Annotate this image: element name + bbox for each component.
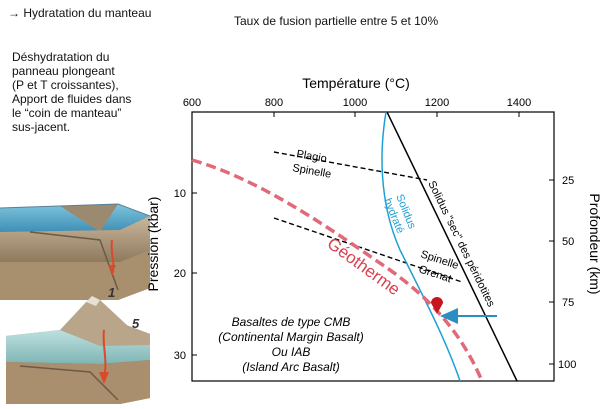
explanation-line: panneau plongeant — [12, 64, 115, 78]
temp-tick-label: 1200 — [425, 97, 449, 109]
map-pin-icon — [431, 297, 443, 314]
temperature-ticks — [273, 112, 520, 117]
depth-ticks — [549, 179, 554, 365]
pressure-tick-label: 10 — [174, 188, 186, 200]
page-heading: → Hydratation du manteau — [8, 6, 151, 20]
plot-frame — [191, 111, 555, 382]
plagio-label: Plagio — [295, 148, 327, 165]
depth-tick-label: 100 — [558, 359, 576, 371]
temperature-axis-title: Température (°C) — [302, 75, 410, 91]
block-diagram-volcanic-arc — [6, 296, 150, 404]
pressure-axis-title: Pression (kbar) — [145, 197, 161, 292]
pressure-tick-label: 20 — [174, 268, 186, 280]
explanation-line: le “coin de manteau” — [12, 106, 122, 120]
depth-tick-label: 75 — [562, 297, 574, 309]
basalt-text-line: (Island Arc Basalt) — [242, 360, 340, 374]
spinelle-grenat-boundary — [273, 217, 463, 283]
basalt-text-line: (Continental Margin Basalt) — [218, 330, 363, 344]
temp-tick-label: 1400 — [507, 97, 531, 109]
explanation-line: Déshydratation du — [12, 50, 110, 64]
basalt-text-line: Ou IAB — [272, 345, 311, 359]
geotherm-curve — [191, 158, 484, 382]
pressure-tick-label: 30 — [174, 350, 186, 362]
arrow-icon: → — [8, 6, 20, 20]
basalt-text-line: Basaltes de type CMB — [232, 315, 351, 329]
depth-tick-label: 50 — [562, 236, 574, 248]
geotherm-label: Géotherme — [324, 234, 404, 299]
heading-title: Hydratation du manteau — [23, 6, 152, 20]
depth-axis-title: Profondeur (km) — [587, 193, 603, 294]
temp-tick-label: 800 — [265, 97, 283, 109]
explanation-line: Apport de fluides dans — [12, 92, 132, 106]
plagio-spinelle-label: Spinelle — [291, 162, 332, 181]
explanation-line: sus-jacent. — [12, 120, 71, 134]
explanation-line: (P et T croissantes), — [12, 78, 119, 92]
block-label-5: 5 — [132, 316, 140, 331]
plagio-spinelle-boundary — [273, 151, 428, 181]
dry-solidus-label: Solidus "sec" des péridotites — [425, 179, 497, 309]
temp-tick-label: 600 — [183, 97, 201, 109]
hydrated-solidus-curve — [381, 111, 461, 382]
block-diagram-subduction — [0, 203, 151, 300]
temp-tick-label: 1000 — [343, 97, 367, 109]
pressure-ticks — [192, 192, 197, 356]
fusion-rate-caption: Taux de fusion partielle entre 5 et 10% — [234, 14, 439, 28]
depth-tick-label: 25 — [562, 175, 574, 187]
dry-solidus-line — [386, 111, 518, 382]
dehydration-explanation: Déshydratation du panneau plongeant (P e… — [12, 50, 162, 134]
block-label-1: 1 — [108, 285, 115, 300]
